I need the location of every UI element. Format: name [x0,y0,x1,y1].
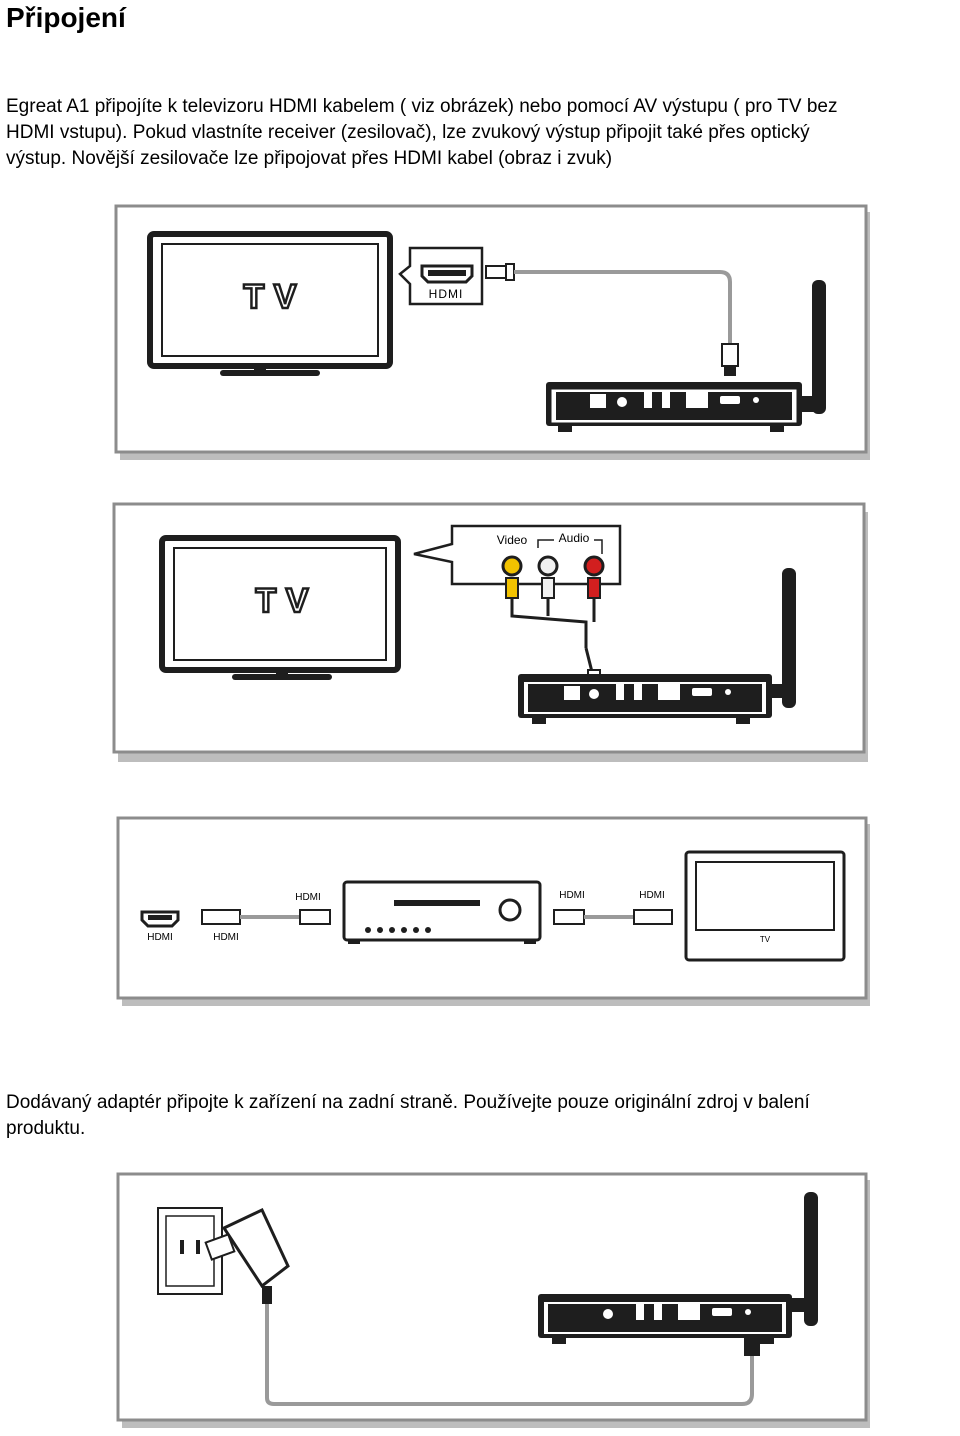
hdmi-plug-icon-2 [721,343,739,367]
rca-yellow-port-icon [501,555,523,577]
intro-line-1: Egreat A1 připojíte k televizoru HDMI ka… [6,96,838,117]
power-paragraph: Dodávaný adaptér připojte k zařízení na … [6,1090,958,1142]
power-cable [265,1304,754,1406]
hdmi-plug-icon [201,909,241,925]
tv-label: T V [244,278,297,316]
hdmi-callout-label: HDMI [429,287,464,301]
intro-line-2: HDMI vstupu). Pokud vlastníte receiver (… [6,122,810,143]
receiver-box [342,880,542,944]
hdmi-plug-icon-2 [553,909,585,925]
antenna-icon [812,280,826,414]
hdmi-port-icon [140,910,180,928]
hdmi-top-mid-label: HDMI [559,890,585,901]
hdmi-callout: HDMI [398,246,484,306]
tv-icon: TV [684,850,846,962]
hdmi-top-right-label: HDMI [639,890,665,901]
video-label: Video [497,533,528,547]
hdmi-top-left-label: HDMI [295,892,321,903]
tv-label: T V [256,582,309,620]
hdmi-connection-figure: T V HDMI [114,204,870,460]
power-adapter-icon [204,1207,290,1304]
audio-label: Audio [559,531,590,545]
av-connection-figure: T V Video Audio [112,502,868,762]
antenna-icon [804,1192,818,1326]
power-line-2: produktu. [6,1118,86,1139]
media-player-box [546,280,826,432]
tv-small-label: TV [760,935,771,944]
hdmi-plug-icon [485,265,507,279]
page-title: Připojení [6,2,126,33]
power-line-1: Dodávaný adaptér připojte k zařízení na … [6,1092,810,1113]
receiver-connection-figure: HDMI HDMI HDMI HDMI HDMI TV [116,816,870,1006]
av-callout: Video Audio [413,524,622,586]
intro-paragraph: Egreat A1 připojíte k televizoru HDMI ka… [6,94,958,172]
rca-red-port-icon [583,555,605,577]
hdmi-cable-left-label: HDMI [213,932,239,943]
power-plug-icon [744,1336,760,1356]
media-player-box [518,568,796,724]
av-cable [510,598,588,648]
media-player-box [538,1192,818,1344]
hdmi-left-label: HDMI [147,932,173,943]
intro-line-3: výstup. Novější zesilovače lze připojova… [6,148,613,169]
power-connection-figure [116,1172,870,1428]
tv-icon: T V [159,535,401,680]
tv-icon: T V [147,231,393,376]
antenna-icon [782,568,796,708]
hdmi-cable [514,270,732,344]
rca-white-port-icon [537,555,559,577]
